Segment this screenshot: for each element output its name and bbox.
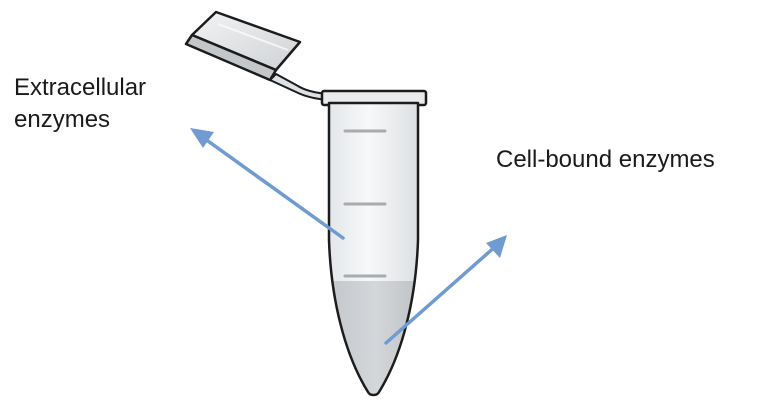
extracellular-label-line1: Extracellular: [14, 72, 146, 104]
cell-bound-enzymes-label: Cell-bound enzymes: [496, 144, 715, 176]
extracellular-enzymes-label: Extracellular enzymes: [14, 72, 146, 136]
tube-cap: [186, 12, 300, 80]
tube-pellet: [320, 281, 430, 401]
microcentrifuge-tube-icon: [186, 12, 430, 401]
tube-hinge: [270, 74, 328, 100]
arrow-extracellular: [190, 128, 343, 238]
extracellular-label-line2: enzymes: [14, 104, 146, 136]
